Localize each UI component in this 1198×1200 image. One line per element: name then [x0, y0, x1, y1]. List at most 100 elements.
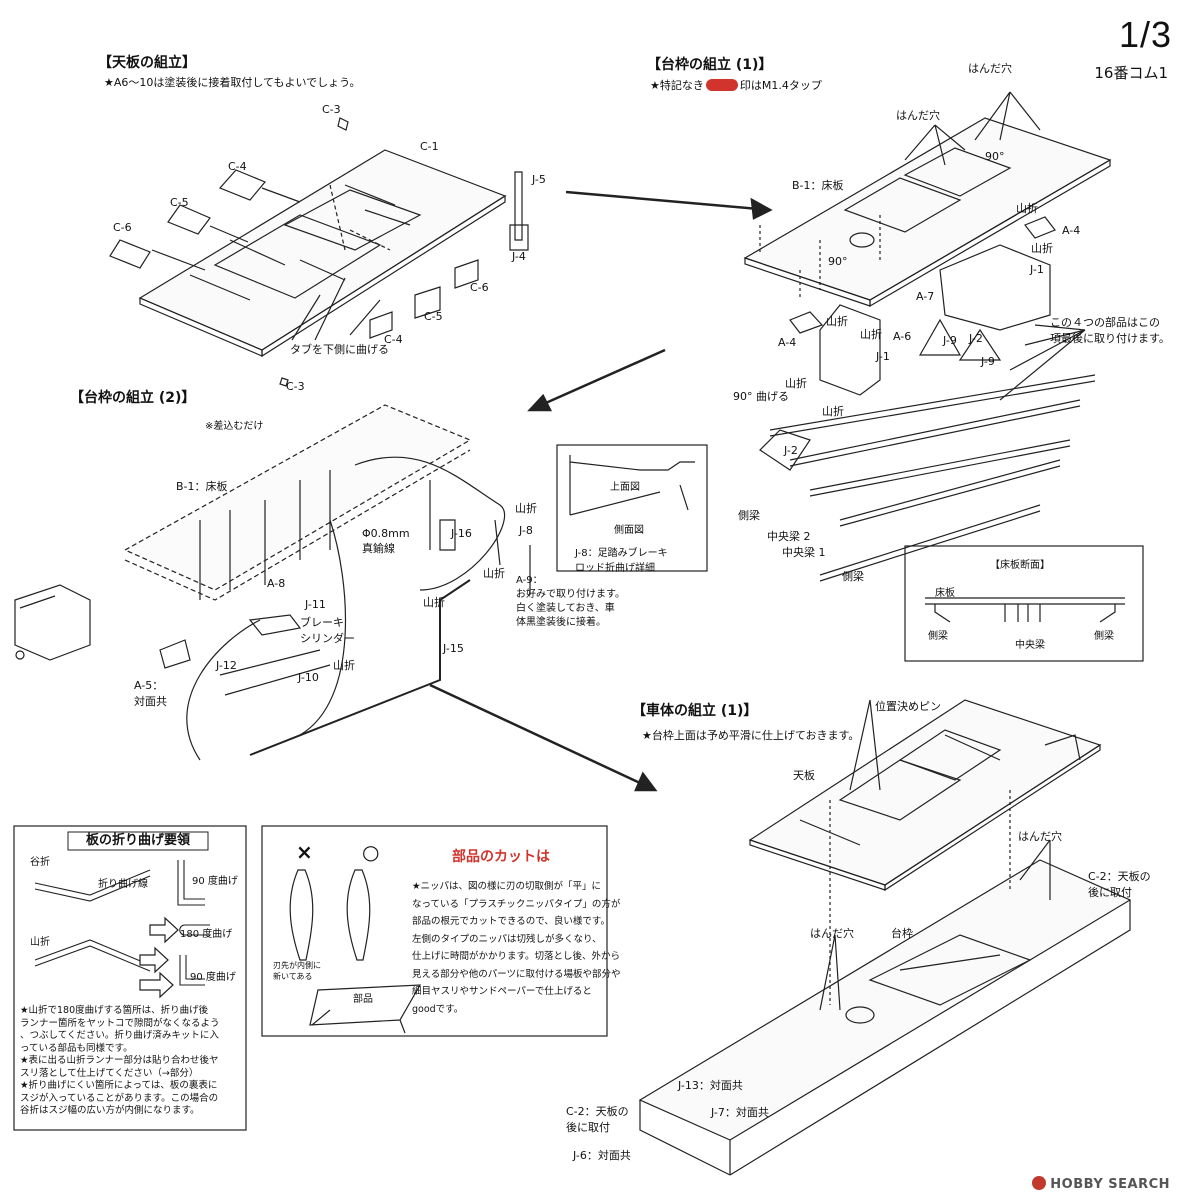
- label-j16: J-16: [451, 527, 472, 540]
- fold-180-label: 180 度曲げ: [180, 929, 233, 940]
- label-c5-top: C-5: [170, 196, 189, 209]
- blade-note: 刃先が内側に 新いてある: [273, 961, 321, 981]
- section-title-frame1: 【台枠の組立 (1)】: [647, 57, 773, 73]
- label-c3-bottom: C-3: [286, 380, 305, 393]
- cross-section-box: [904, 545, 1144, 662]
- label-daiwaku: 台枠: [891, 927, 913, 940]
- brand-icon: [1032, 1176, 1047, 1190]
- label-90a: 90°: [985, 150, 1005, 163]
- label-j6: J-6：対面共: [573, 1149, 631, 1162]
- label-a4-right: A-4: [1062, 224, 1081, 237]
- label-j2-right: J-2: [969, 332, 983, 345]
- label-c3-top: C-3: [322, 103, 341, 116]
- label-handa-body-1: はんだ穴: [1018, 830, 1062, 843]
- label-chuo-1: 中央梁 1: [782, 546, 826, 559]
- frame1-note: ★特記なき印はM1.4タップ: [650, 79, 822, 92]
- a9-note: A-9： お好みで取り付けます。 白く塗装しておき、車 体黒塗装後に接着。: [516, 575, 625, 628]
- label-a5: A-5： 対面共: [134, 679, 167, 708]
- label-c2-right: C-2：天板の 後に取付: [1088, 870, 1151, 899]
- cut-box-border: [261, 825, 608, 1037]
- fold-90a-label: 90 度曲げ: [192, 876, 238, 887]
- label-yamaori-f2-3: 山折: [423, 596, 445, 609]
- cut-text: ★ニッパは、図の様に刃の切取側が「平」に なっている「プラスチックニッパタイプ」…: [412, 881, 621, 1015]
- label-j10: J-10: [298, 671, 319, 684]
- label-j5: J-5: [532, 173, 546, 186]
- label-j7: J-7：対面共: [711, 1106, 769, 1119]
- fold-box-title-frame: [67, 831, 209, 851]
- fold-arrows: [139, 916, 179, 999]
- label-bend-90: 90° 曲げる: [733, 390, 789, 403]
- j8-side-view-label: 側面図: [614, 525, 644, 536]
- label-j15: J-15: [443, 642, 464, 655]
- j8-detail-box: [556, 444, 708, 572]
- label-c2-left: C-2：天板の 後に取付: [566, 1105, 629, 1134]
- label-wire: Φ0.8mm 真鍮線: [362, 527, 410, 555]
- label-yamaori-f2-4: 山折: [333, 659, 355, 672]
- label-j11: J-11: [305, 598, 326, 611]
- label-b1-floor-2: B-1：床板: [176, 480, 228, 493]
- label-c5-bottom: C-5: [424, 310, 443, 323]
- label-yamaori-6: 山折: [822, 405, 844, 418]
- label-90b: 90°: [828, 255, 848, 268]
- body-note: ★台枠上面は予め平滑に仕上げておきます。: [642, 729, 860, 742]
- label-yamaori-f2-2: 山折: [483, 567, 505, 580]
- label-j4: J-4: [512, 250, 526, 263]
- cs-center: 中央梁: [1015, 640, 1045, 651]
- label-yamaori-f2-1: 山折: [515, 502, 537, 515]
- x-mark: ×: [296, 840, 313, 864]
- watermark-logo: HOBBY SEARCH: [1032, 1176, 1170, 1192]
- fold-yama-label: 山折: [30, 937, 50, 948]
- section-title-roof: 【天板の組立】: [98, 55, 196, 71]
- cs-side-right: 側梁: [1094, 631, 1114, 642]
- label-c6-bottom: C-6: [470, 281, 489, 294]
- label-j1-right: J-1: [1030, 263, 1044, 276]
- fold-box-title: 板の折り曲げ要領: [85, 833, 190, 848]
- section-title-body: 【車体の組立 (1)】: [632, 703, 758, 719]
- fold-tani-label: 谷折: [30, 857, 50, 868]
- label-yamaori-1: 山折: [1016, 202, 1038, 215]
- label-chuo-2: 中央梁 2: [767, 530, 811, 543]
- label-brake-cylinder: ブレーキ シリンダー: [300, 616, 355, 645]
- cs-floor-label: 床板: [935, 588, 955, 599]
- label-yamaori-3: 山折: [826, 315, 848, 328]
- fold-diagrams: [34, 860, 210, 986]
- label-j8: J-8: [519, 524, 533, 537]
- label-j1: J-1: [876, 350, 890, 363]
- label-j13: J-13：対面共: [678, 1079, 743, 1092]
- label-j2: J-2: [784, 444, 798, 457]
- fold-box-border: [13, 825, 247, 1131]
- frame-assembly-1-drawing: [743, 91, 1112, 582]
- j8-top-view-label: 上面図: [610, 482, 640, 493]
- section-title-frame2: 【台枠の組立 (2)】: [70, 390, 196, 406]
- label-tenban: 天板: [793, 769, 815, 782]
- label-c1: C-1: [420, 140, 439, 153]
- body-assembly-drawing: [638, 699, 1132, 1176]
- label-c6-top: C-6: [113, 221, 132, 234]
- fold-90b-label: 90 度曲げ: [190, 972, 236, 983]
- part-label: 部品: [353, 994, 373, 1005]
- cs-side-left: 側梁: [928, 631, 948, 642]
- fold-notes: ★山折で180度曲げする箇所は、折り曲げ後 ランナー箇所をヤットコで隙間がなくな…: [20, 1005, 220, 1116]
- label-a6: A-6: [893, 330, 912, 343]
- label-insert-only: ※差込むだけ: [205, 421, 264, 432]
- label-j12: J-12: [216, 659, 237, 672]
- label-yamaori-5: 山折: [785, 377, 807, 390]
- label-yamaori-4: 山折: [860, 328, 882, 341]
- cross-section-title: 【床板断面】: [990, 560, 1050, 571]
- label-pin: 位置決めピン: [875, 700, 941, 713]
- last-note: この４つの部品はこの 項最後に取り付けます。: [1050, 316, 1170, 345]
- label-handa-1: はんだ穴: [968, 62, 1012, 75]
- label-b1-floor: B-1：床板: [792, 179, 844, 192]
- page-number: 1/3: [1118, 14, 1172, 55]
- label-sokuryo-2: 側梁: [842, 570, 864, 583]
- cut-box-title: 部品のカットは: [452, 849, 550, 865]
- tab-note: タブを下側に曲げる: [290, 343, 389, 356]
- label-c4-top: C-4: [228, 160, 247, 173]
- label-handa-2: はんだ穴: [896, 109, 940, 122]
- label-a7: A-7: [916, 290, 935, 303]
- label-j9-b: J-9: [981, 355, 995, 368]
- label-yamaori-2: 山折: [1031, 242, 1053, 255]
- frame-assembly-2-drawing: [14, 404, 531, 761]
